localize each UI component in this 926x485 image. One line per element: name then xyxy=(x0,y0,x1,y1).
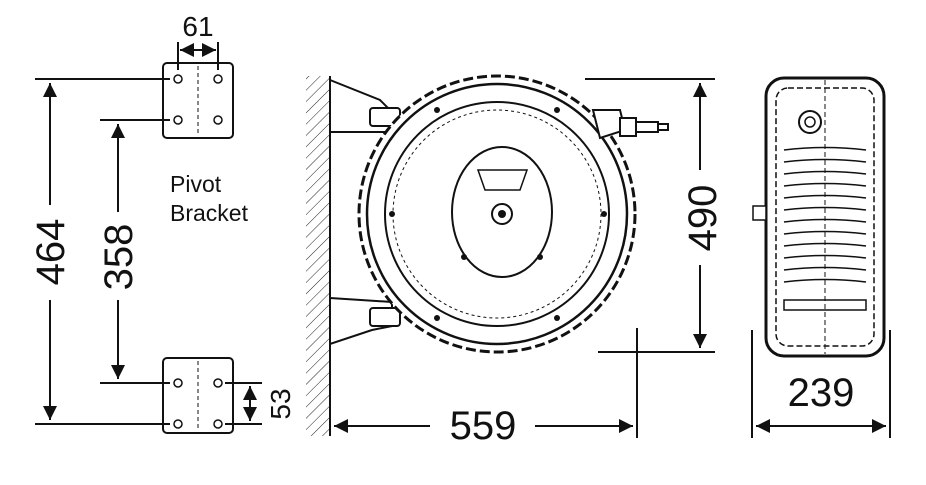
front-fin xyxy=(783,146,867,151)
front-fin xyxy=(783,194,867,199)
front-fin xyxy=(783,158,867,163)
reel-body xyxy=(357,74,637,354)
dimension-239-label: 239 xyxy=(788,371,855,415)
front-fin xyxy=(783,206,867,211)
lower-bracket-plate xyxy=(162,357,234,434)
dimension-490 xyxy=(585,78,715,353)
dimension-358 xyxy=(100,119,170,384)
front-fin xyxy=(783,170,867,175)
upper-bracket-plate xyxy=(162,62,234,139)
lower-plate-holes xyxy=(173,378,223,429)
dimension-53-label: 53 xyxy=(265,388,296,419)
front-fin xyxy=(783,242,867,247)
upper-plate-holes xyxy=(173,74,223,125)
dimension-559 xyxy=(334,328,638,438)
dimension-53 xyxy=(225,382,262,425)
dimension-358-label: 358 xyxy=(97,224,141,291)
dimension-61 xyxy=(177,42,219,70)
caption-bracket: Bracket xyxy=(170,200,249,226)
front-fin xyxy=(783,266,867,271)
reel-front-view xyxy=(752,76,886,358)
reel-front-fins xyxy=(783,146,867,283)
front-fin xyxy=(783,278,867,283)
front-fin xyxy=(783,182,867,187)
dimension-490-label: 490 xyxy=(681,185,725,252)
front-fin xyxy=(783,230,867,235)
wall-brackets xyxy=(329,78,401,346)
dimension-464-label: 464 xyxy=(29,219,73,286)
dimension-464 xyxy=(35,78,170,425)
front-fin xyxy=(783,218,867,223)
reel-bolts xyxy=(389,107,607,321)
dimension-559-label: 559 xyxy=(450,404,517,448)
wall xyxy=(306,76,331,436)
hose-connector xyxy=(591,109,669,140)
front-fin xyxy=(783,254,867,259)
dimension-239 xyxy=(751,330,891,438)
bracket-plates-group xyxy=(162,62,234,434)
dimension-61-label: 61 xyxy=(182,11,213,42)
caption-pivot: Pivot xyxy=(170,171,222,197)
